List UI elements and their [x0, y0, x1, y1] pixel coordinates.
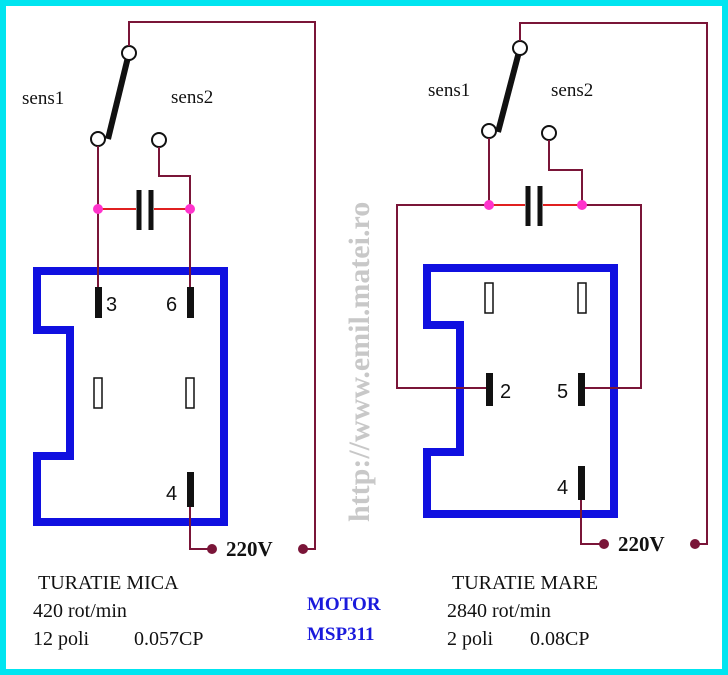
left-supply-wire: [128, 21, 316, 550]
left-junction-a: [93, 204, 103, 214]
left-poles: 12 poli: [33, 628, 90, 650]
right-junction-a: [484, 200, 494, 210]
right-220v-dot-a: [599, 539, 609, 549]
left-pin4-wire: [189, 505, 212, 550]
right-pin4-wire: [580, 498, 604, 545]
left-terminal-6: [187, 287, 194, 318]
motor-label-line1: MOTOR: [307, 594, 381, 615]
left-voltage-label: 220V: [226, 537, 273, 561]
right-pin-2-label: 2: [500, 381, 511, 403]
right-diagram: sens1 sens2 2 5 4 220V TURATIE MARE 2840…: [396, 22, 708, 650]
right-speed: 2840 rot/min: [447, 600, 551, 622]
right-terminal-empty-a: [484, 282, 494, 314]
left-speed: 420 rot/min: [33, 600, 127, 622]
left-motor-outline: [33, 267, 228, 526]
left-pin-4-label: 4: [166, 483, 177, 505]
motor-label-line2: MSP311: [307, 624, 375, 645]
left-terminal-3: [95, 287, 102, 318]
left-diagram: sens1 sens2 3 6 4 220V TURATIE MICA 420 …: [22, 21, 316, 650]
right-title: TURATIE MARE: [452, 572, 598, 594]
left-junction-b: [185, 204, 195, 214]
right-sens1-label: sens1: [428, 80, 470, 101]
left-pin-6-label: 6: [166, 294, 177, 316]
right-poles: 2 poli: [447, 628, 494, 650]
right-pin-4-label: 4: [557, 477, 568, 499]
left-sens2-terminal: [151, 132, 167, 148]
right-sens2-label: sens2: [551, 80, 593, 101]
right-power: 0.08CP: [530, 628, 589, 650]
left-title: TURATIE MICA: [38, 572, 179, 594]
right-terminal-5: [578, 373, 585, 406]
right-voltage-label: 220V: [618, 532, 665, 556]
left-terminal-empty-b: [185, 377, 195, 409]
right-terminal-2: [486, 373, 493, 406]
right-sens1-terminal: [481, 123, 497, 139]
right-pin-5-label: 5: [557, 381, 568, 403]
left-220v-dot-b: [298, 544, 308, 554]
left-switch-pivot: [121, 45, 137, 61]
right-sens2-terminal: [541, 125, 557, 141]
right-terminal-empty-b: [577, 282, 587, 314]
diagram-frame: [6, 6, 722, 669]
watermark: http://www.emil.matei.ro: [343, 202, 376, 522]
left-switch-lever: [105, 52, 132, 140]
right-sens1-wire: [396, 138, 490, 389]
left-terminal-4: [187, 472, 194, 507]
left-pin-3-label: 3: [106, 294, 117, 316]
right-switch-lever: [495, 47, 523, 133]
left-sens2-wire: [158, 147, 191, 290]
right-supply-wire: [519, 22, 708, 545]
right-220v-dot-b: [690, 539, 700, 549]
left-terminal-empty-a: [93, 377, 103, 409]
left-220v-dot-a: [207, 544, 217, 554]
left-sens1-terminal: [90, 131, 106, 147]
left-sens2-label: sens2: [171, 87, 213, 108]
left-power: 0.057CP: [134, 628, 203, 650]
left-sens1-label: sens1: [22, 88, 64, 109]
right-motor-outline: [423, 264, 618, 518]
right-junction-b: [577, 200, 587, 210]
right-terminal-4: [578, 466, 585, 500]
right-switch-pivot: [512, 40, 528, 56]
